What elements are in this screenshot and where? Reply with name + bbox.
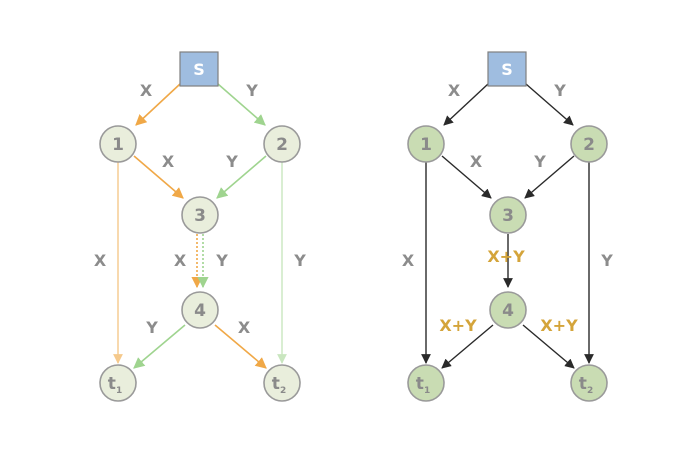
left-node-t1 [99, 364, 137, 402]
left-label-4-t1: Y [145, 318, 158, 337]
right-edge-s-2 [525, 83, 574, 126]
right-node-3 [489, 196, 527, 234]
right-edge-1-3 [441, 155, 492, 199]
right-edge-s-1 [443, 83, 489, 126]
left-node-1 [99, 125, 137, 163]
left-edge-4-t2 [214, 324, 267, 369]
left-edge-s-2 [217, 83, 266, 126]
left-node-3 [181, 196, 219, 234]
left-node-2 [263, 125, 301, 163]
left-node-3-label: 3 [194, 206, 206, 226]
right-node-t1-label: t1 [416, 374, 430, 396]
left-label-4-t2: X [238, 318, 251, 337]
right-node-4-label: 4 [502, 301, 514, 321]
left-node-t2-base: t [272, 374, 280, 394]
left-node-4-label: 4 [194, 301, 206, 321]
left-node-t1-label: t1 [108, 374, 122, 396]
right-edge-2-3 [524, 155, 575, 199]
right-node-2-label: 2 [583, 135, 595, 155]
right-node-t1-base: t [416, 374, 424, 394]
right-diagram: S 1 2 3 4 t1 t2 X Y X Y X Y X+Y X+Y X+Y [402, 51, 613, 402]
left-label-3-4-y: Y [215, 251, 228, 270]
right-label-1-3: X [470, 152, 483, 171]
left-source-node [179, 51, 219, 87]
left-label-3-4-x: X [174, 251, 187, 270]
left-edge-2-3 [216, 155, 267, 199]
right-label-s-1: X [448, 81, 461, 100]
right-label-1-t1: X [402, 251, 415, 270]
left-node-t2-label: t2 [272, 374, 286, 396]
left-node-t1-sub: 1 [116, 386, 122, 396]
right-node-t2-sub: 2 [587, 386, 593, 396]
left-node-t2-sub: 2 [280, 386, 286, 396]
right-node-t2 [570, 364, 608, 402]
left-node-4 [181, 291, 219, 329]
right-node-1-label: 1 [420, 135, 432, 155]
right-node-t2-base: t [579, 374, 587, 394]
left-label-1-3: X [162, 152, 175, 171]
left-edge-4-t1 [133, 324, 186, 369]
right-node-3-label: 3 [502, 206, 514, 226]
right-node-1 [407, 125, 445, 163]
left-diagram: S 1 2 3 4 t1 t2 X Y X Y X Y X Y Y X [94, 51, 306, 402]
right-node-t1 [407, 364, 445, 402]
right-node-2 [570, 125, 608, 163]
left-node-1-label: 1 [112, 135, 124, 155]
right-label-2-3: Y [533, 152, 546, 171]
right-node-t2-label: t2 [579, 374, 593, 396]
right-label-4-t1: X+Y [439, 316, 477, 335]
right-source-node [487, 51, 527, 87]
left-edge-s-1 [135, 83, 181, 126]
right-edge-4-t1 [441, 324, 494, 369]
left-label-s-2: Y [245, 81, 258, 100]
left-label-s-1: X [140, 81, 153, 100]
right-label-4-t2: X+Y [540, 316, 578, 335]
left-node-t1-base: t [108, 374, 116, 394]
left-node-t2 [263, 364, 301, 402]
right-source-label: S [501, 60, 513, 79]
left-node-2-label: 2 [276, 135, 288, 155]
right-label-3-4: X+Y [487, 247, 525, 266]
right-node-t1-sub: 1 [424, 386, 430, 396]
right-label-s-2: Y [553, 81, 566, 100]
left-label-2-t2: Y [293, 251, 306, 270]
left-label-1-t1: X [94, 251, 107, 270]
right-label-2-t2: Y [600, 251, 613, 270]
right-edge-4-t2 [522, 324, 575, 369]
left-edge-1-3 [133, 155, 184, 199]
left-source-label: S [193, 60, 205, 79]
left-label-2-3: Y [225, 152, 238, 171]
right-node-4 [489, 291, 527, 329]
